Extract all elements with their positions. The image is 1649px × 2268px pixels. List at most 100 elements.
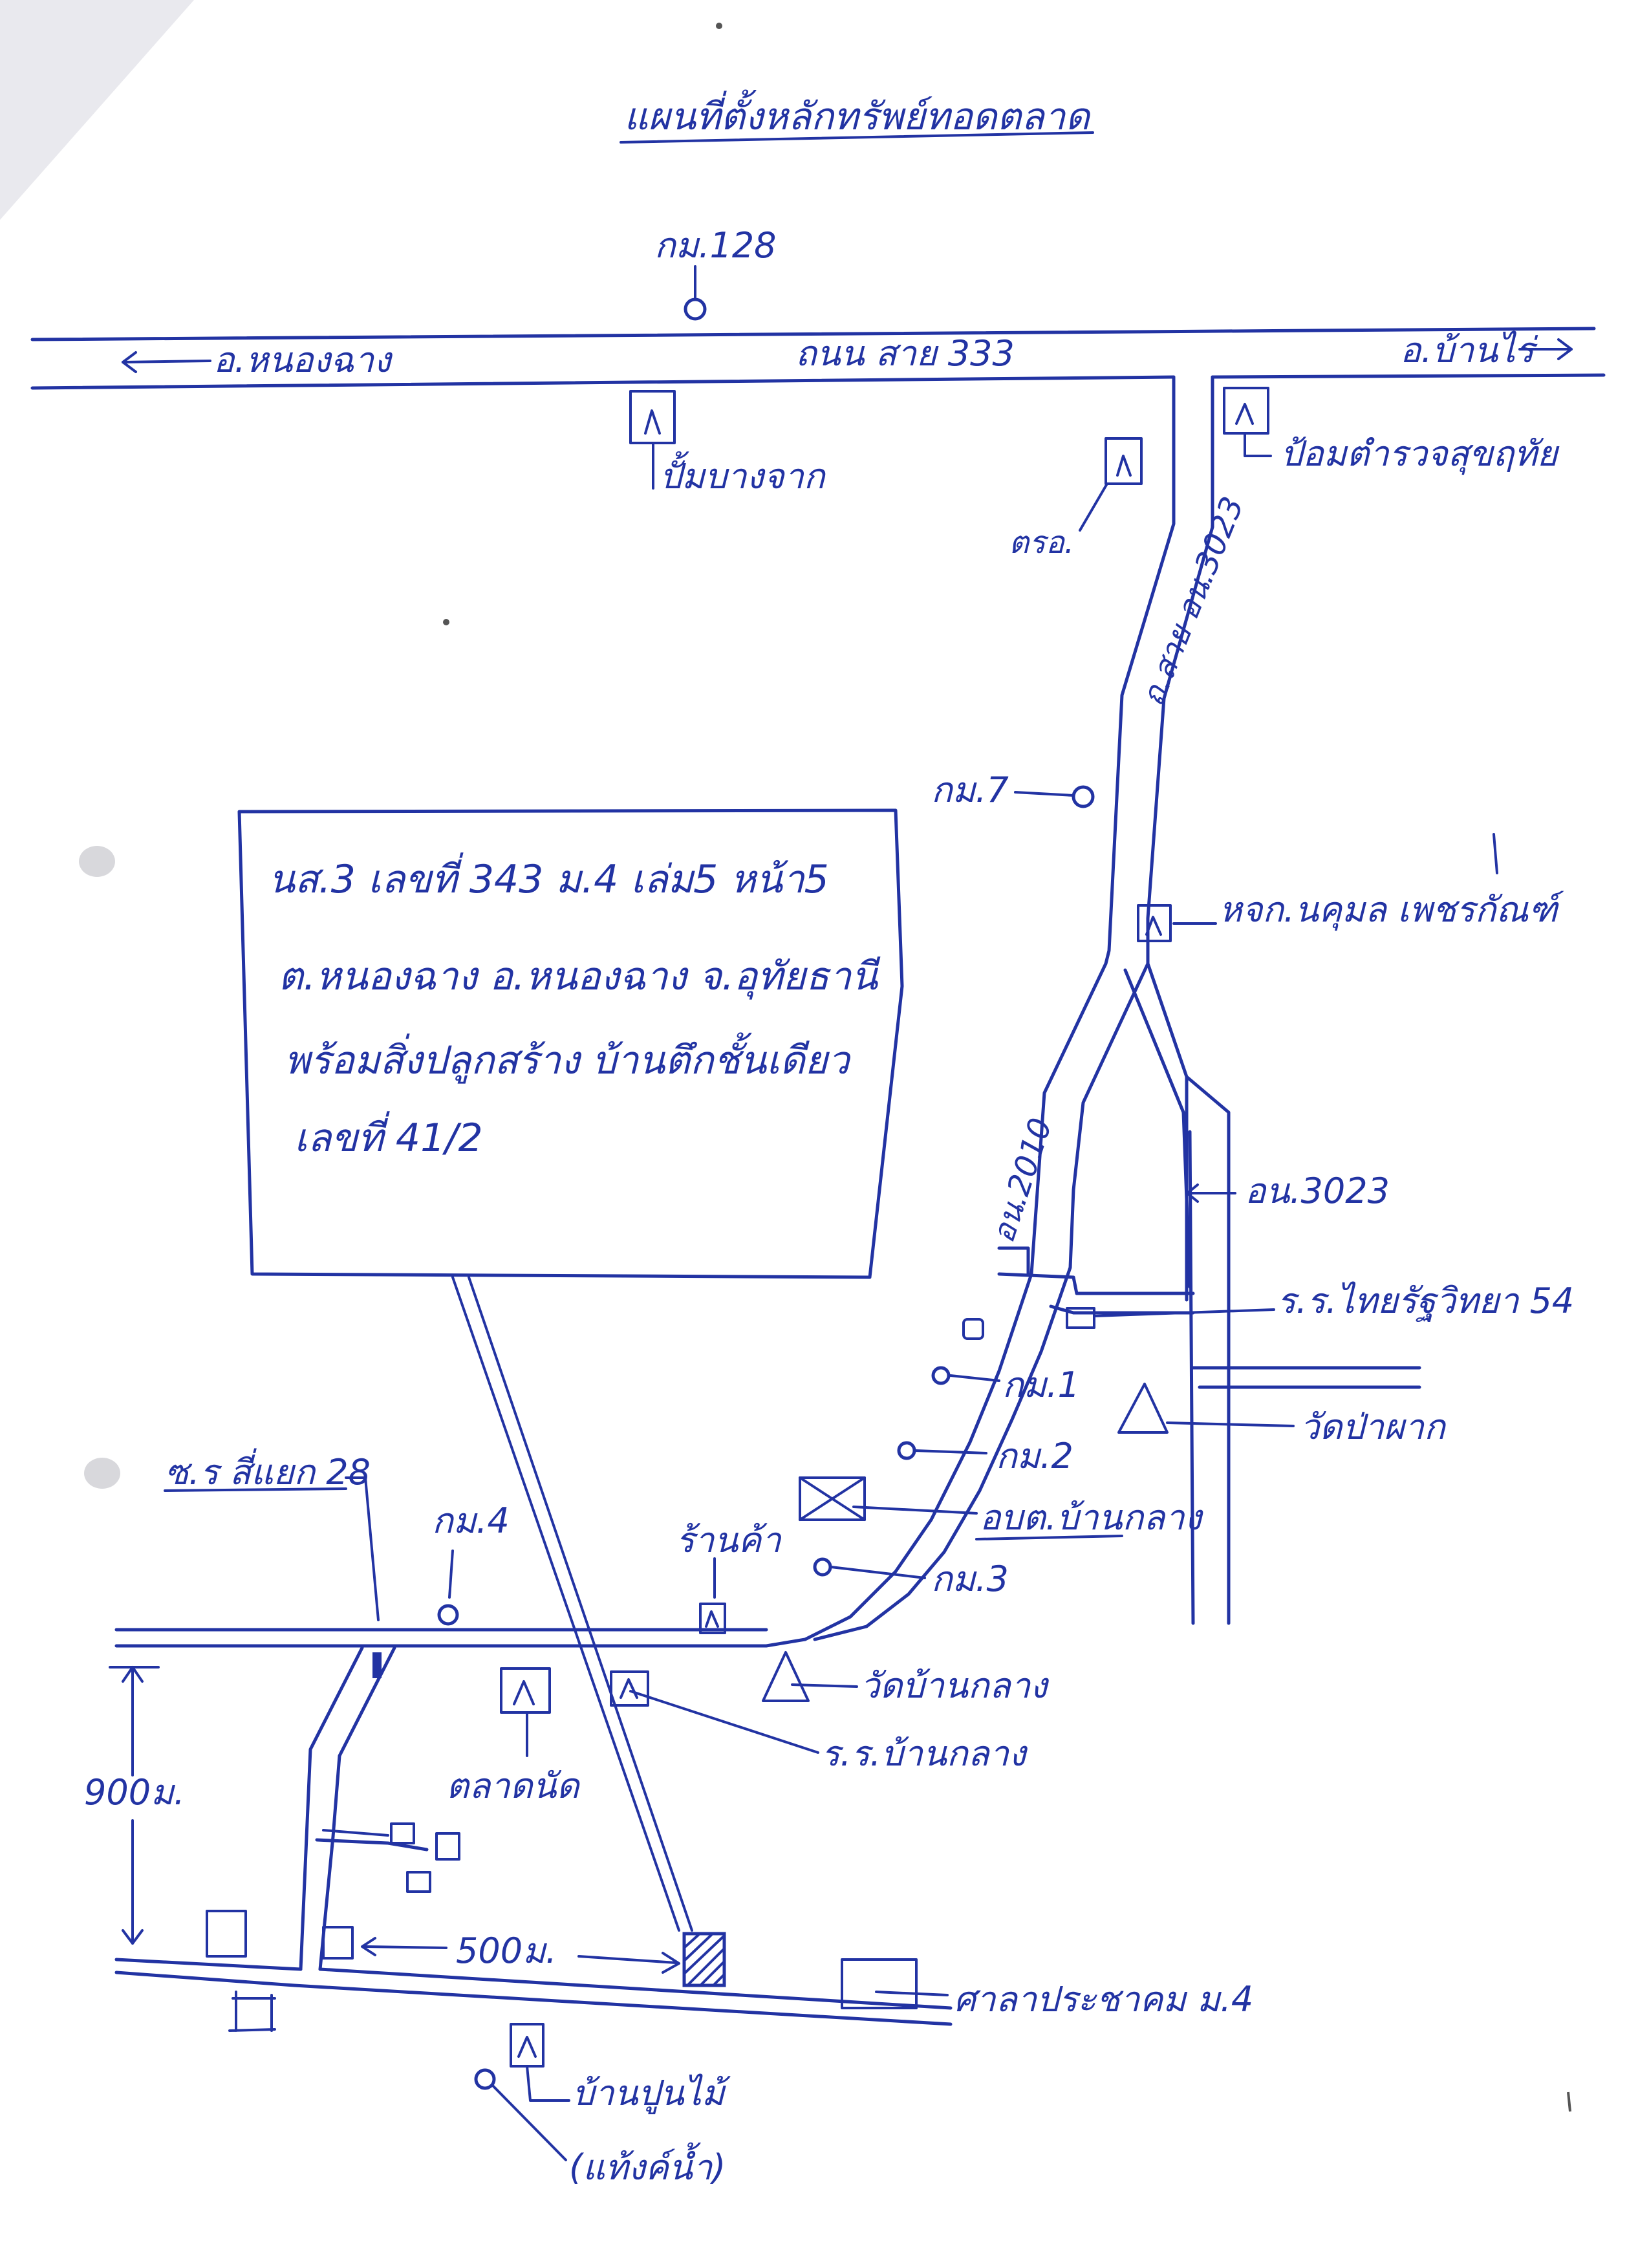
- temple-paphak-symbol: [1117, 1383, 1169, 1434]
- tao-underline: [975, 1535, 1123, 1540]
- post-pointer: [1244, 432, 1272, 457]
- main-road-label: ถนน สาย 333: [795, 333, 1015, 374]
- house-note-label: (แท้งค์น้ำ): [569, 2142, 726, 2188]
- km2-marker: [897, 1441, 916, 1460]
- road-3023-arrow-icon: [1186, 1183, 1236, 1203]
- km7-pointer: [1014, 791, 1075, 797]
- folded-corner: [0, 0, 194, 220]
- stray-mark: [1493, 833, 1498, 874]
- police-label: ตรอ.: [1009, 524, 1074, 561]
- alley-road: [315, 1838, 429, 1852]
- km7-label: กม.7: [931, 770, 1009, 810]
- temple-paphak-label: วัดป่าผาก: [1300, 1407, 1447, 1447]
- road-3023-south: [1123, 962, 1231, 1625]
- km1-pointer: [949, 1374, 1000, 1382]
- map-title: แผนที่ตั้งหลักทรัพย์ทอดตลาด: [624, 89, 1092, 138]
- house-name-flag-icon: [517, 2036, 537, 2058]
- property-line-3: พร้อมสิ่งปลูกสร้าง บ้านตึกชั้นเดียว: [285, 1032, 852, 1084]
- road-3023-label: อน.3023: [1245, 1171, 1390, 1211]
- callout-line-b: [468, 1276, 693, 1932]
- sala-symbol: [841, 1958, 918, 2009]
- tao-pointer: [852, 1506, 978, 1515]
- house-name-pointer: [526, 2065, 570, 2102]
- km3-pointer: [830, 1566, 926, 1579]
- road-2010: [386, 962, 1150, 1648]
- property-line-2: ต.หนองฉาง อ.หนองฉาง จ.อุทัยธานี: [278, 954, 881, 1000]
- school-thai-label: ร.ร.ไทยรัฐวิทยา 54: [1277, 1280, 1574, 1323]
- km4-pointer: [448, 1550, 454, 1599]
- left-arrow-icon: [122, 351, 211, 373]
- house-3: [406, 1871, 431, 1893]
- alley-road-edge: [322, 1829, 389, 1837]
- dist-900-label: 900ม.: [84, 1772, 185, 1813]
- house-bottom-left: [206, 1910, 247, 1958]
- right-destination: อ.บ้านไร่: [1400, 330, 1538, 371]
- school-banklang-flag-icon: [620, 1678, 638, 1699]
- dist-500-label: 500ม.: [456, 1930, 557, 1971]
- km7-marker: [1072, 785, 1095, 808]
- km2-label: กม.2: [996, 1436, 1073, 1476]
- soi-marker: [372, 1652, 382, 1678]
- gas-station-symbol: [629, 390, 676, 444]
- school-banklang-symbol: [610, 1670, 649, 1707]
- stray-dot-2: [443, 619, 449, 625]
- shop-label: หจก.นคุมล เพชรกัณฑ์: [1219, 889, 1564, 931]
- temple-banklang-label: วัดบ้านกลาง: [860, 1665, 1050, 1706]
- tao-label: อบต.บ้านกลาง: [980, 1497, 1204, 1538]
- house-name-symbol: [510, 2023, 544, 2068]
- temple-banklang-pointer: [791, 1683, 858, 1688]
- house-below-road: [228, 1991, 276, 2032]
- shop-flag-icon: [1145, 916, 1162, 936]
- km3-marker: [813, 1557, 832, 1577]
- connector-road-north: [997, 1246, 1030, 1276]
- soi-pointer: [345, 1476, 380, 1621]
- punch-hole-top: [79, 846, 115, 877]
- police-flag-icon: [1116, 455, 1132, 477]
- gas-station-label: ปั้มบางจาก: [660, 451, 826, 497]
- police-pointer: [1079, 482, 1108, 532]
- km4-marker: [437, 1604, 459, 1626]
- km128-label: กม.128: [654, 225, 777, 266]
- property-line-4: เลขที่ 41/2: [294, 1111, 483, 1161]
- main-road-333: [30, 327, 1606, 390]
- property-info-box: [237, 808, 904, 1279]
- km2-pointer: [914, 1449, 987, 1454]
- grocery-flag-icon: [705, 1610, 719, 1628]
- km1-marker: [931, 1366, 951, 1385]
- house-name-label: บ้านปูนไม้: [572, 2073, 731, 2115]
- property-marker: [682, 1932, 726, 1987]
- grocery-label: ร้านค้า: [676, 1520, 782, 1561]
- dimension-900m: [109, 1666, 160, 1945]
- stray-dot-1: [716, 23, 722, 29]
- post-label: ป้อมตำรวจสุขฤทัย: [1280, 433, 1560, 475]
- sala-pointer: [875, 1991, 949, 1996]
- gas-station-flag-icon: [644, 409, 661, 435]
- house-near-soi: [322, 1926, 354, 1960]
- grocery-symbol: [699, 1603, 726, 1634]
- left-destination: อ.หนองฉาง: [213, 340, 393, 380]
- connector-road: [997, 1272, 1195, 1295]
- house-note-marker: [474, 2068, 496, 2090]
- soi-label: ซ.ร สี่แยก 28: [165, 1448, 371, 1493]
- police-symbol: [1105, 437, 1143, 485]
- property-line-1: นส.3 เลขที่ 343 ม.4 เล่ม5 หน้า5: [268, 852, 829, 902]
- post-flag-icon: [1235, 403, 1254, 425]
- right-arrow-icon: [1518, 338, 1573, 360]
- bottom-village-road: [114, 1958, 953, 2026]
- title-underline: [620, 131, 1094, 144]
- bridge-symbol: [962, 1318, 984, 1340]
- house-note-pointer: [491, 2084, 567, 2161]
- temple-banklang-symbol: [762, 1651, 810, 1702]
- school-thai-symbol: [1066, 1307, 1095, 1329]
- punch-hole-bottom: [84, 1458, 120, 1489]
- km1-label: กม.1: [1002, 1365, 1080, 1405]
- school-thai-pointer: [1093, 1308, 1275, 1317]
- school-banklang-pointer: [629, 1690, 819, 1754]
- house-1: [390, 1822, 415, 1844]
- soi-underline: [164, 1487, 347, 1492]
- house-2: [435, 1832, 460, 1861]
- stray-mark-2: [1567, 2091, 1571, 2112]
- soi-road: [299, 1646, 396, 1971]
- callout-line-a: [451, 1276, 680, 1932]
